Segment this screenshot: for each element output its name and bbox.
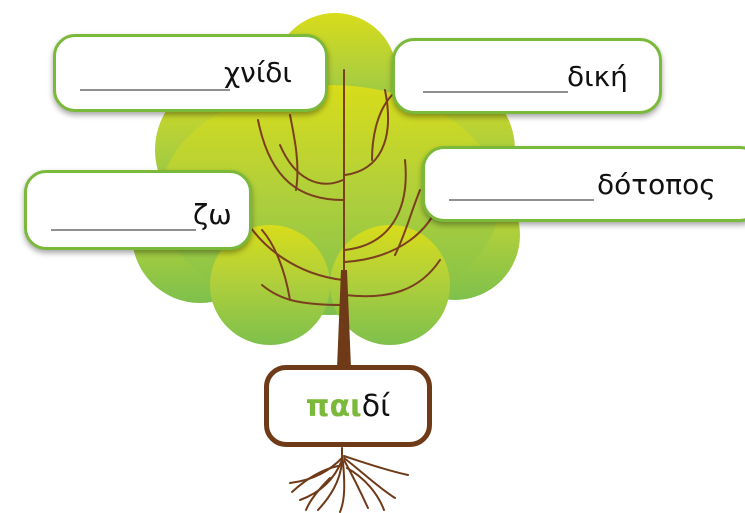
answer-blank[interactable] <box>51 229 196 231</box>
tree-trunk <box>337 270 351 368</box>
answer-blank[interactable] <box>449 199 594 201</box>
leaf-box-diki: δική <box>392 38 662 114</box>
root-word: παιδί <box>269 392 427 422</box>
word-suffix: δική <box>567 60 628 93</box>
word-suffix: δότοπος <box>597 168 716 201</box>
root-word-box: παιδί <box>264 365 432 447</box>
tree-roots <box>289 447 409 513</box>
root-ending: δί <box>361 389 391 424</box>
root-stem: παι <box>305 389 362 424</box>
word-suffix: χνίδι <box>224 56 292 89</box>
word-suffix: ζω <box>193 198 232 231</box>
leaf-box-dotopos: δότοπος <box>422 146 745 222</box>
leaf-box-chnidi: χνίδι <box>53 34 328 112</box>
leaf-box-zo: ζω <box>24 170 252 250</box>
answer-blank[interactable] <box>80 89 230 91</box>
answer-blank[interactable] <box>423 91 568 93</box>
